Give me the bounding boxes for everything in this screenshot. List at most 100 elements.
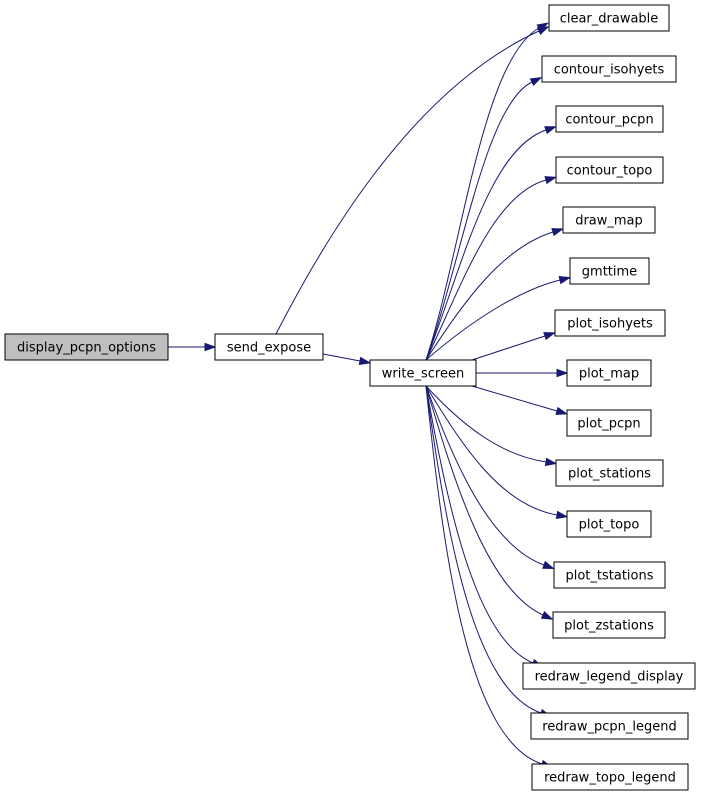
node-box[interactable] [555, 156, 664, 184]
node-label: plot_topo [579, 518, 640, 533]
edges-layer [168, 22, 572, 768]
edge-line [425, 385, 542, 714]
edge-arrowhead [555, 510, 569, 520]
edge-write_screen-to-gmttime [425, 276, 572, 361]
edge-write_screen-to-draw_map [425, 228, 564, 361]
edge-line [425, 385, 544, 616]
edge-write_screen-to-plot_topo [425, 385, 569, 520]
node-contour-topo[interactable]: contour_topo [555, 156, 664, 184]
node-clear-drawable[interactable]: clear_drawable [548, 4, 670, 32]
edge-arrowhead [555, 406, 569, 415]
edge-line [425, 81, 533, 361]
node-redraw-topo-legend[interactable]: redraw_topo_legend [531, 763, 689, 791]
node-draw-map[interactable]: draw_map [562, 206, 656, 234]
node-plot-zstations[interactable]: plot_zstations [552, 611, 666, 639]
edge-write_screen-to-contour_isohyets [425, 76, 543, 361]
edge-write_screen-to-contour_topo [425, 176, 558, 361]
node-label: plot_tstations [565, 569, 653, 584]
node-box[interactable] [566, 409, 652, 437]
edge-arrowhead [358, 356, 372, 366]
node-box[interactable] [566, 359, 652, 387]
node-box[interactable] [569, 257, 650, 285]
node-gmttime[interactable]: gmttime [569, 257, 650, 285]
edge-line [471, 385, 558, 412]
node-box[interactable] [531, 763, 689, 791]
node-box[interactable] [552, 611, 666, 639]
node-contour-isohyets[interactable]: contour_isohyets [541, 55, 677, 83]
node-plot-pcpn[interactable]: plot_pcpn [566, 409, 652, 437]
node-label: redraw_topo_legend [544, 771, 676, 786]
node-label: redraw_pcpn_legend [542, 720, 677, 735]
edge-line [471, 335, 546, 361]
node-send-expose[interactable]: send_expose [214, 333, 324, 361]
edge-arrowhead [556, 368, 569, 378]
node-box[interactable] [555, 459, 664, 487]
nodes-layer: display_pcpn_options send_expose write_scr… [4, 4, 696, 791]
node-label: gmttime [582, 265, 637, 280]
edge-write_screen-to-contour_pcpn [425, 126, 557, 361]
edge-line [425, 385, 543, 765]
edge-arrowhead [536, 22, 550, 32]
edge-write_screen-to-clear_drawable [425, 22, 550, 361]
node-box[interactable] [369, 359, 477, 387]
node-plot-map[interactable]: plot_map [566, 359, 652, 387]
edge-line [425, 231, 554, 361]
edge-line [425, 385, 545, 566]
edge-line [425, 27, 540, 361]
edge-line [425, 129, 547, 361]
edge-arrowhead [544, 457, 558, 467]
node-box[interactable] [555, 105, 664, 133]
edge-write_screen-to-plot_tstations [425, 385, 555, 569]
node-plot-topo[interactable]: plot_topo [566, 510, 652, 538]
node-box[interactable] [553, 561, 666, 589]
node-redraw-legend-display[interactable]: redraw_legend_display [522, 662, 696, 690]
edge-arrowhead [551, 228, 564, 237]
edge-write_screen-to-plot_stations [425, 385, 558, 467]
edge-line [322, 353, 361, 362]
node-write-screen[interactable]: write_screen [369, 359, 477, 387]
edge-arrowhead [542, 560, 555, 569]
node-label: plot_zstations [564, 619, 654, 634]
node-label: contour_topo [567, 164, 653, 179]
node-display-pcpn-options[interactable]: display_pcpn_options [4, 333, 169, 361]
edge-arrowhead [204, 342, 217, 352]
edge-write_screen-to-redraw_topo_legend [425, 385, 553, 768]
edge-line [275, 30, 540, 335]
node-label: contour_isohyets [554, 63, 665, 78]
node-plot-isohyets[interactable]: plot_isohyets [554, 309, 666, 337]
node-redraw-pcpn-legend[interactable]: redraw_pcpn_legend [530, 712, 689, 740]
node-plot-tstations[interactable]: plot_tstations [553, 561, 666, 589]
edge-write_screen-to-plot_zstations [425, 385, 554, 620]
edge-arrowhead [543, 332, 556, 341]
node-box[interactable] [214, 333, 324, 361]
edge-arrowhead [558, 276, 572, 285]
node-box[interactable] [522, 662, 696, 690]
edge-write_screen-to-plot_isohyets [471, 332, 556, 361]
edge-arrowhead [540, 610, 554, 620]
edge-line [425, 179, 547, 361]
node-box[interactable] [554, 309, 666, 337]
edge-line [425, 385, 534, 664]
node-box[interactable] [541, 55, 677, 83]
node-plot-stations[interactable]: plot_stations [555, 459, 664, 487]
edge-arrowhead [544, 176, 558, 185]
node-box[interactable] [566, 510, 652, 538]
node-label: write_screen [382, 367, 464, 382]
node-box[interactable] [548, 4, 670, 32]
node-box[interactable] [530, 712, 689, 740]
edge-arrowhead [544, 126, 557, 135]
node-label: plot_isohyets [567, 317, 653, 332]
edge-line [425, 385, 547, 463]
edge-send_expose-to-clear_drawable [275, 26, 550, 335]
edge-display_pcpn_options-to-send_expose [168, 342, 217, 352]
node-label: send_expose [227, 341, 311, 356]
node-label: clear_drawable [560, 12, 659, 27]
node-label: plot_pcpn [577, 417, 640, 432]
node-label: contour_pcpn [565, 113, 653, 128]
node-label: plot_stations [568, 467, 651, 482]
edge-write_screen-to-plot_map [476, 368, 569, 378]
node-box[interactable] [562, 206, 656, 234]
node-box[interactable] [4, 333, 169, 361]
node-contour-pcpn[interactable]: contour_pcpn [555, 105, 664, 133]
